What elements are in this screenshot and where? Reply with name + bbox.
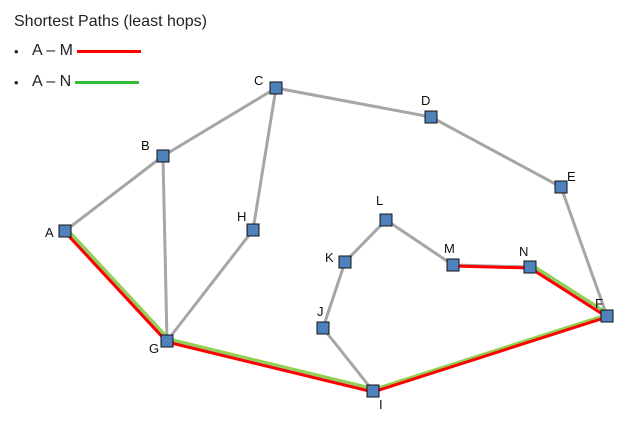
node-i[interactable]: [366, 384, 380, 398]
node-label-n: N: [519, 244, 528, 259]
node-label-l: L: [376, 193, 383, 208]
edge-c-d: [275, 86, 432, 119]
path-a-m: [63, 230, 611, 394]
node-label-h: H: [237, 209, 246, 224]
node-c[interactable]: [269, 81, 283, 95]
node-label-k: K: [325, 250, 334, 265]
node-label-c: C: [254, 73, 263, 88]
node-label-a: A: [45, 225, 54, 240]
legend-label: A – N: [32, 73, 72, 90]
legend-item-a-m: • A – M: [14, 42, 141, 60]
node-label-i: I: [379, 397, 383, 412]
diagram-title: Shortest Paths (least hops): [14, 13, 207, 30]
edge-c-h: [251, 87, 278, 231]
edge-a-b: [64, 154, 164, 233]
edge-j-k: [321, 261, 347, 329]
legend-label: A – M: [32, 42, 73, 59]
node-g[interactable]: [160, 334, 174, 348]
edge-k-l: [343, 218, 388, 264]
node-b[interactable]: [156, 149, 170, 163]
node-n[interactable]: [523, 260, 537, 274]
legend-item-a-n: • A – N: [14, 73, 140, 91]
node-label-m: M: [444, 241, 455, 256]
node-label-j: J: [317, 304, 324, 319]
legend-bullet: •: [14, 74, 19, 90]
edge-h-g: [165, 229, 255, 342]
legend-swatch-red: [76, 49, 141, 53]
node-label-b: B: [141, 138, 150, 153]
node-d[interactable]: [424, 110, 438, 124]
node-f[interactable]: [600, 309, 614, 323]
edge-b-g: [161, 155, 169, 342]
node-l[interactable]: [379, 213, 393, 227]
node-h[interactable]: [246, 223, 260, 237]
node-label-f: F: [595, 296, 603, 311]
legend-bullet: •: [14, 43, 19, 59]
node-k[interactable]: [338, 255, 352, 269]
edge-d-e: [430, 115, 562, 189]
node-label-e: E: [567, 169, 576, 184]
node-e[interactable]: [554, 180, 568, 194]
node-a[interactable]: [58, 224, 72, 238]
node-m[interactable]: [446, 258, 460, 272]
legend-swatch-green: [75, 80, 140, 84]
edge-l-m: [385, 218, 454, 267]
edge-b-c: [162, 86, 277, 158]
edge-e-f: [559, 186, 609, 317]
node-label-g: G: [149, 341, 159, 356]
node-j[interactable]: [316, 321, 330, 335]
node-label-d: D: [421, 93, 430, 108]
edge-i-j: [321, 327, 375, 392]
